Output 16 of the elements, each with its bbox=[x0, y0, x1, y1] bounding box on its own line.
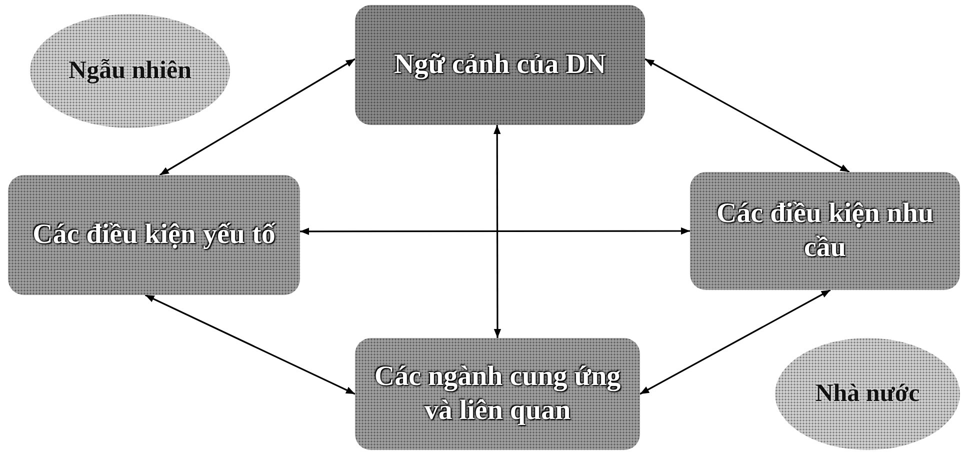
node-label: Ngữ cảnh của DN bbox=[394, 48, 606, 82]
factor-box bbox=[8, 175, 300, 295]
factor-box bbox=[690, 172, 960, 290]
factor-box bbox=[355, 338, 640, 450]
double-arrow bbox=[494, 125, 502, 338]
double-arrow bbox=[300, 227, 690, 235]
double-arrow bbox=[144, 294, 356, 395]
node-label: Các ngành cung ứng và liên quan bbox=[373, 360, 622, 428]
node-label: Các điều kiện nhu cầu bbox=[715, 197, 935, 265]
factor-box bbox=[355, 5, 645, 125]
node-label: Ngẫu nhiên bbox=[68, 56, 192, 86]
double-arrow bbox=[159, 58, 356, 176]
double-arrow bbox=[640, 289, 831, 395]
double-arrow bbox=[644, 58, 850, 173]
node-label: Các điều kiện yếu tố bbox=[32, 218, 276, 252]
node-label: Nhà nước bbox=[815, 379, 920, 409]
